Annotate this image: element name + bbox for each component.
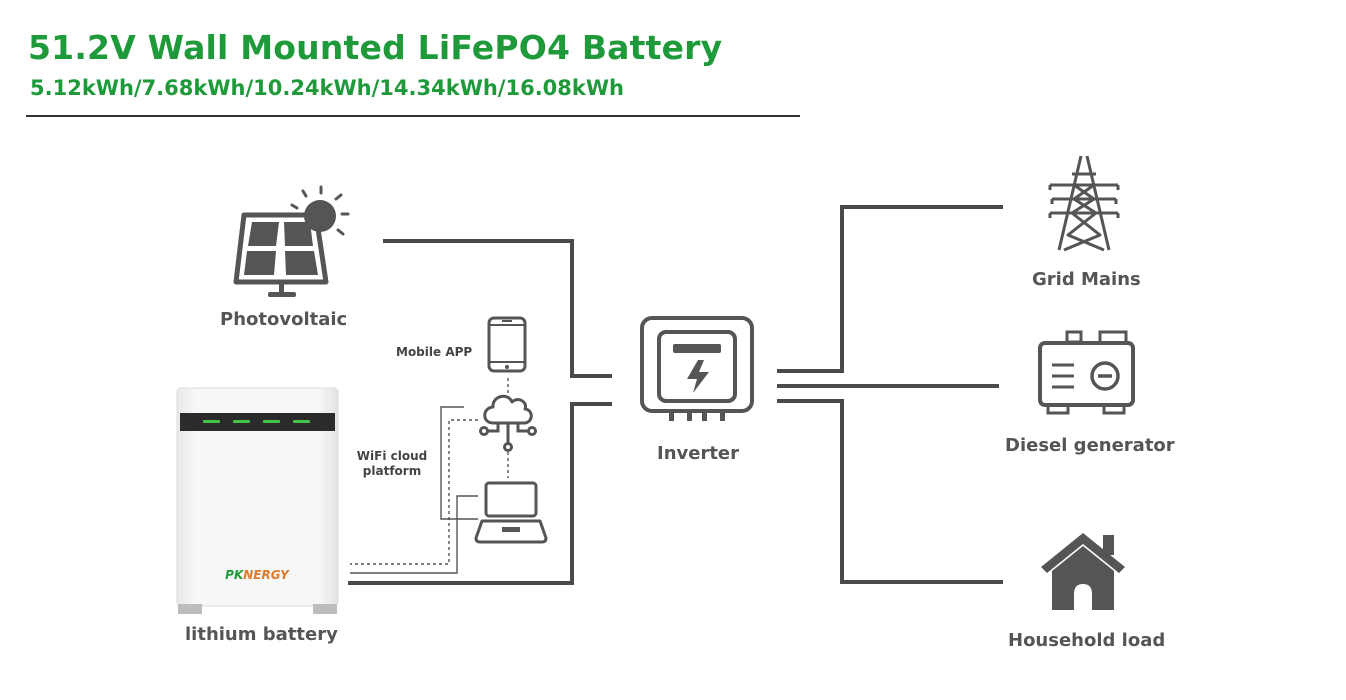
- laptop-icon: [474, 481, 548, 544]
- battery-led-indicators: [203, 420, 310, 423]
- battery-brand-logo: PKNERGY: [225, 568, 290, 582]
- cloud-network-icon: [479, 394, 537, 452]
- label-wifi-cloud-platform: WiFi cloud platform: [356, 449, 428, 479]
- label-grid-mains: Grid Mains: [1032, 269, 1141, 290]
- power-lines: [348, 205, 1003, 585]
- grid-line: [777, 205, 1003, 373]
- wifi-bracket: [440, 406, 478, 520]
- label-lithium-battery: lithium battery: [185, 624, 338, 645]
- label-photovoltaic: Photovoltaic: [220, 309, 348, 330]
- cloud-battery-link: [350, 419, 478, 565]
- solar-panel-icon: [233, 212, 329, 297]
- label-household-load: Household load: [1008, 630, 1166, 651]
- label-wifi-cloud-line1: WiFi cloud: [356, 449, 428, 463]
- inverter-icon: [640, 316, 754, 421]
- page-title: 51.2V Wall Mounted LiFePO4 Battery: [28, 28, 723, 67]
- label-inverter: Inverter: [657, 443, 740, 464]
- label-mobile-app: Mobile APP: [396, 345, 473, 359]
- laptop-battery-link: [350, 495, 478, 574]
- capacity-options: 5.12kWh/7.68kWh/10.24kWh/14.34kWh/16.08k…: [30, 76, 624, 100]
- comm-lines: [350, 378, 509, 574]
- transmission-tower-icon: [1048, 155, 1120, 252]
- load-line: [777, 399, 1003, 584]
- diesel-generator-icon: [1038, 330, 1135, 415]
- label-diesel-generator: Diesel generator: [1005, 435, 1175, 456]
- title-divider: [26, 115, 800, 117]
- battery-line: [348, 402, 612, 585]
- sun-icon: [290, 185, 350, 236]
- battery-cabinet: PKNERGY: [176, 387, 339, 614]
- smartphone-icon: [487, 316, 527, 373]
- house-icon: [1041, 533, 1125, 610]
- pv-line: [383, 239, 612, 378]
- label-wifi-cloud-line2: platform: [362, 464, 422, 478]
